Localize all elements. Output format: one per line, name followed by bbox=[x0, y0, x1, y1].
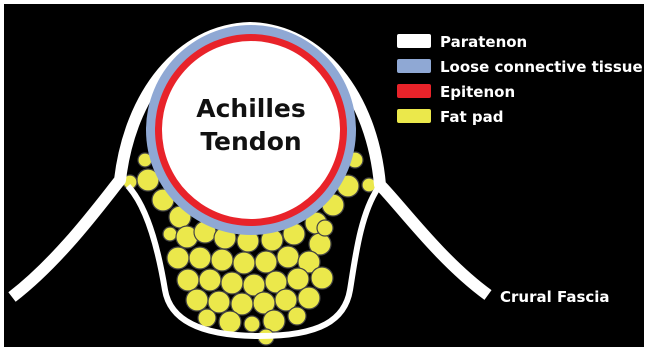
fat-lobule bbox=[198, 309, 216, 327]
fat-lobule bbox=[199, 269, 221, 291]
fat-lobule bbox=[186, 289, 208, 311]
fat-lobule bbox=[244, 316, 260, 332]
fat-lobule bbox=[163, 227, 177, 241]
crural-fascia-label: Crural Fascia bbox=[500, 288, 610, 306]
legend-label-fat-pad: Fat pad bbox=[440, 108, 503, 126]
fat-lobule bbox=[277, 246, 299, 268]
fat-lobule bbox=[211, 249, 233, 271]
legend-swatch-epitenon bbox=[397, 84, 431, 98]
fat-lobule bbox=[288, 307, 306, 325]
legend-swatch-fat-pad bbox=[397, 109, 431, 123]
legend-label-epitenon: Epitenon bbox=[440, 83, 515, 101]
fat-lobule bbox=[255, 251, 277, 273]
fat-lobule bbox=[311, 267, 333, 289]
legend-swatch-loose-connective-tissue bbox=[397, 59, 431, 73]
fat-lobule bbox=[233, 252, 255, 274]
fat-lobule bbox=[219, 311, 241, 333]
fat-lobule bbox=[298, 287, 320, 309]
fat-lobule bbox=[189, 247, 211, 269]
legend-label-loose-connective-tissue: Loose connective tissue bbox=[440, 58, 643, 76]
tendon-label-line2: Tendon bbox=[200, 127, 301, 156]
legend-label-paratenon: Paratenon bbox=[440, 33, 527, 51]
fat-lobule bbox=[167, 247, 189, 269]
fat-lobule bbox=[221, 272, 243, 294]
fat-lobule bbox=[317, 220, 333, 236]
legend-swatch-paratenon bbox=[397, 34, 431, 48]
fat-lobule bbox=[287, 268, 309, 290]
fat-lobule bbox=[177, 269, 199, 291]
tendon-label-line1: Achilles bbox=[196, 94, 306, 123]
